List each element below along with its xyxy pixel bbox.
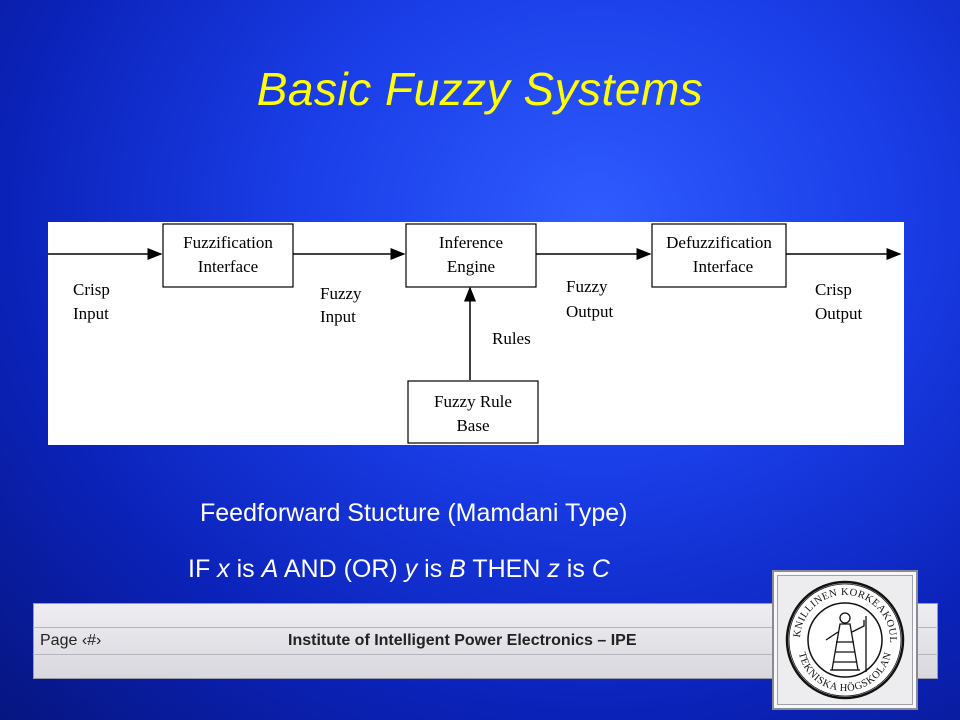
crisp-output-label-2: Output: [815, 304, 863, 323]
rule-text-and-or: AND (OR): [278, 555, 405, 583]
fuzzification-block: [162, 223, 294, 288]
inference-engine-block: [405, 223, 537, 288]
rule-set-a: A: [261, 555, 279, 583]
seal-figure: [825, 612, 867, 672]
rule-text-if: IF: [188, 555, 218, 583]
defuzzification-label-1: Defuzzification: [666, 233, 772, 252]
inference-label-2: Engine: [447, 257, 495, 276]
footer-divider-bottom: [33, 654, 938, 655]
rule-var-x: x: [217, 555, 230, 583]
slide-title: Basic Fuzzy Systems: [256, 63, 704, 115]
inference-label-1: Inference: [439, 233, 503, 252]
rule-var-z: z: [547, 555, 560, 583]
fuzzy-system-diagram: Fuzzification Interface Inference Engine…: [48, 222, 904, 445]
rule-base-label-2: Base: [456, 416, 489, 435]
fuzzification-label-1: Fuzzification: [183, 233, 273, 252]
rule-var-y: y: [404, 555, 418, 583]
diagram-caption: Feedforward Stucture (Mamdani Type): [200, 499, 628, 527]
crisp-input-label-1: Crisp: [73, 280, 110, 299]
rule-text-then: THEN: [465, 555, 548, 583]
rule-text-is-3: is: [559, 555, 592, 583]
rule-text-is-1: is: [229, 555, 262, 583]
rule-set-c: C: [591, 555, 610, 583]
footer-divider-top: [33, 627, 938, 628]
institute-name: Institute of Intelligent Power Electroni…: [288, 632, 637, 649]
fuzzy-output-label-2: Output: [566, 302, 614, 321]
fuzzy-rule-statement: IF x is A AND (OR) y is B THEN z is C: [188, 555, 610, 584]
fuzzy-input-label-2: Input: [320, 307, 356, 326]
page-number: Page ‹#›: [40, 632, 102, 649]
rule-text-is-2: is: [417, 555, 450, 583]
fuzzy-rule-base-block: [407, 380, 539, 444]
university-seal-icon: TEKNILLINEN KORKEAKOULU TEKNISKA HÖGSKOL…: [780, 576, 905, 700]
block-diagram-svg: Fuzzification Interface Inference Engine…: [48, 223, 902, 444]
rule-set-b: B: [449, 555, 466, 583]
crisp-input-label-2: Input: [73, 304, 109, 323]
defuzzification-block: [651, 223, 787, 288]
rule-base-label-1: Fuzzy Rule: [434, 392, 512, 411]
defuzzification-label-2: Interface: [693, 257, 753, 276]
fuzzy-input-label-1: Fuzzy: [320, 284, 362, 303]
crisp-output-label-1: Crisp: [815, 280, 852, 299]
university-seal-frame: TEKNILLINEN KORKEAKOULU TEKNISKA HÖGSKOL…: [772, 570, 918, 710]
fuzzification-label-2: Interface: [198, 257, 258, 276]
rules-label: Rules: [492, 329, 531, 348]
fuzzy-output-label-1: Fuzzy: [566, 277, 608, 296]
